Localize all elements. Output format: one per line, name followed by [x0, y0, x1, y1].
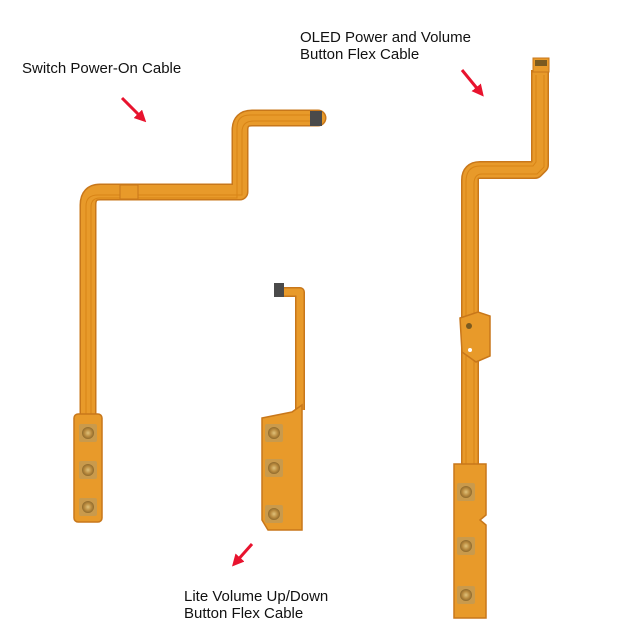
button-icon: [79, 461, 97, 479]
label-line: Button Flex Cable: [184, 605, 304, 622]
button-icon: [79, 424, 97, 442]
connector: [274, 283, 284, 297]
switch-power-on-cable: [73, 109, 327, 523]
switch-cable-label: Switch Power-On Cable: [22, 60, 181, 77]
lite-volume-cable: [261, 283, 305, 531]
button-icon: [457, 586, 475, 604]
button-icon: [265, 459, 283, 477]
button-icon: [457, 483, 475, 501]
arrow-icon: [460, 69, 484, 97]
button-icon: [265, 505, 283, 523]
button-icon: [265, 424, 283, 442]
lite-cable-label: Lite Volume Up/Down Button Flex Cable: [184, 588, 328, 622]
label-line: Button Flex Cable: [300, 46, 420, 63]
oled-cable-label: OLED Power and Volume Button Flex Cable: [300, 29, 471, 63]
label-line: OLED Power and Volume: [300, 29, 471, 46]
label-line: Lite Volume Up/Down: [184, 588, 329, 605]
button-icon: [457, 537, 475, 555]
oled-power-volume-cable: [453, 57, 550, 619]
arrow-icon: [232, 543, 254, 567]
button-icon: [79, 498, 97, 516]
label-line: Switch Power-On Cable: [22, 60, 182, 77]
arrow-icon: [120, 96, 147, 123]
connector: [310, 111, 322, 126]
